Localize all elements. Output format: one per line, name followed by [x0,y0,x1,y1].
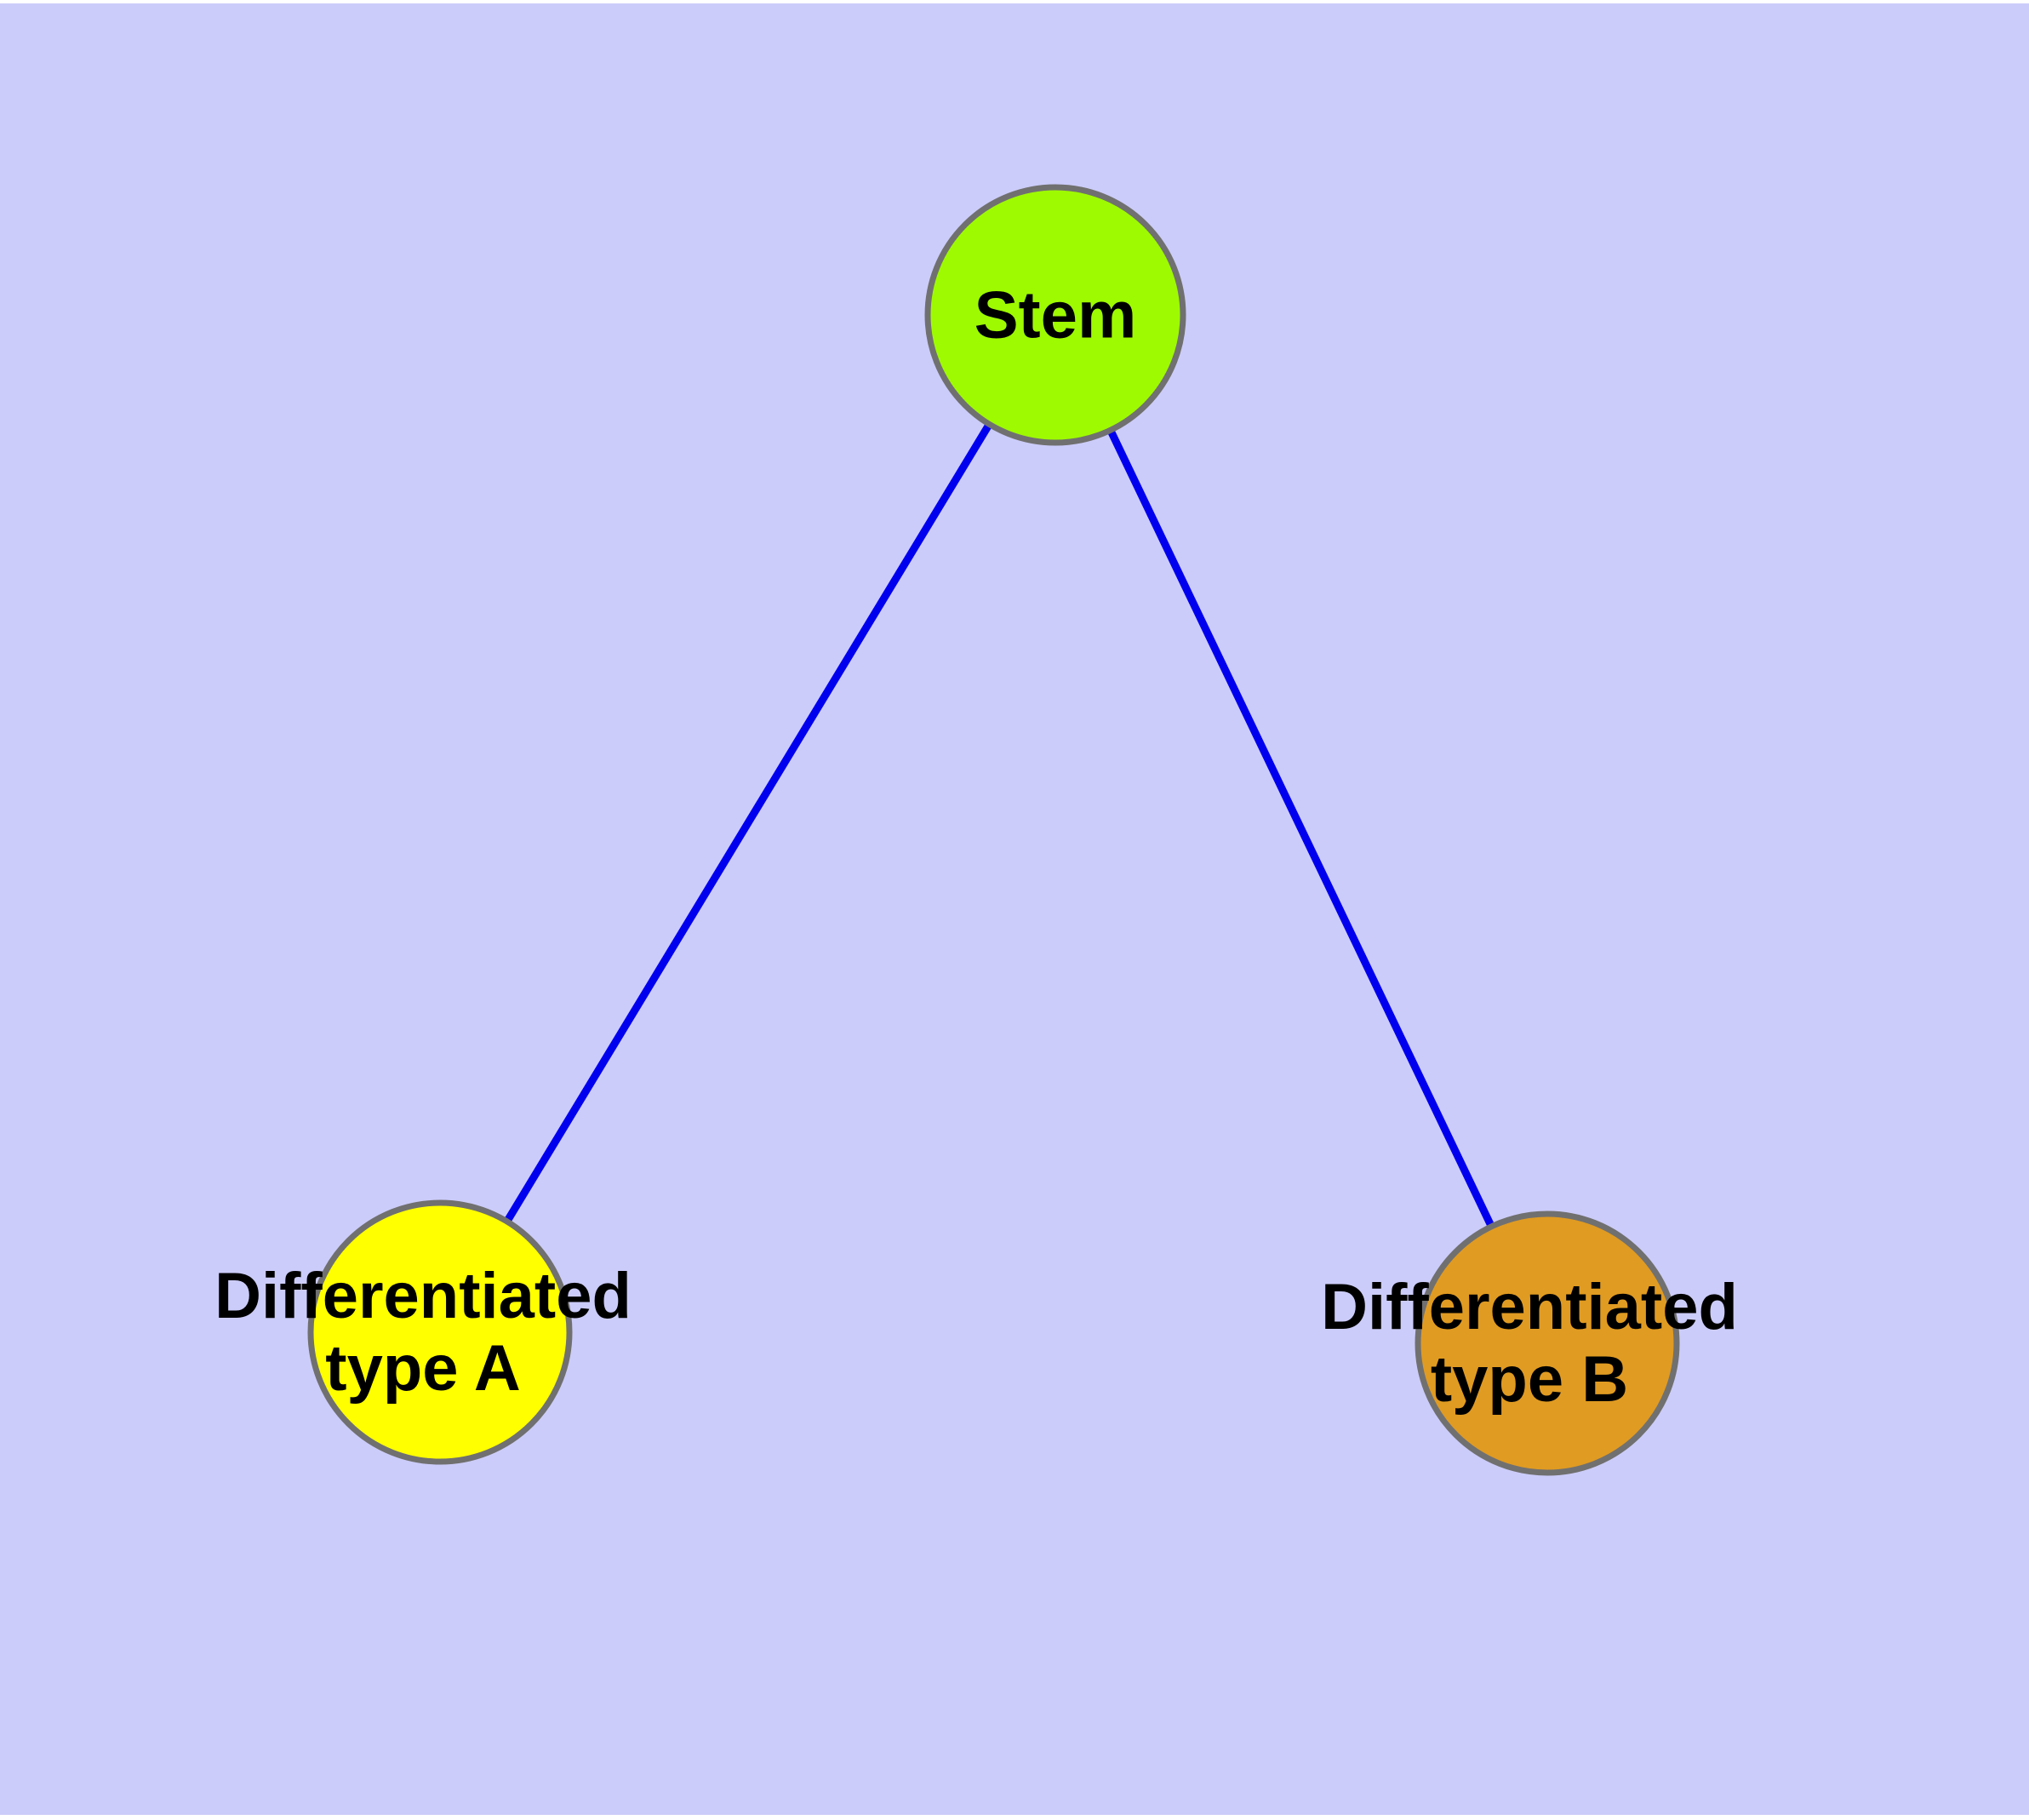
edge-layer [437,312,1552,1345]
edge-stem-to-diff-b[interactable] [1051,313,1552,1345]
node-diff-a[interactable] [307,1199,573,1465]
node-layer [307,184,1680,1476]
node-diff-b[interactable] [1415,1210,1680,1476]
edge-stem-to-diff-a[interactable] [437,312,1059,1335]
node-stem[interactable] [924,184,1186,446]
